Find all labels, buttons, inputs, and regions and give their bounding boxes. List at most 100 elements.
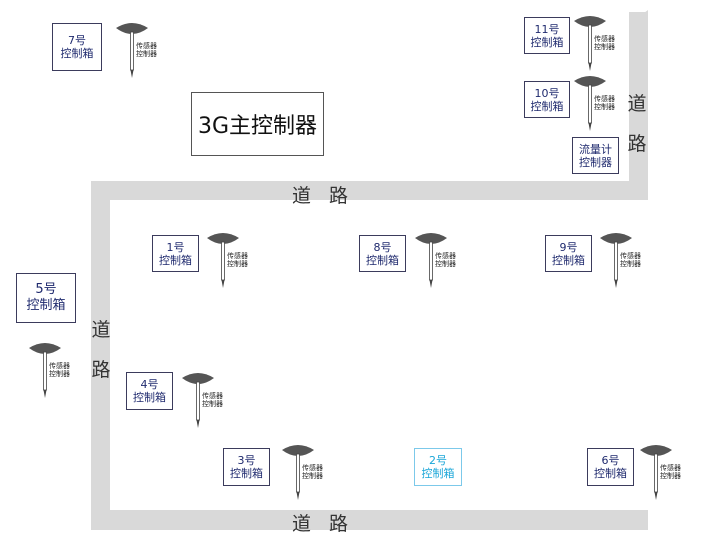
sensor-label-line-1: 传感器	[660, 464, 681, 472]
sensor-label: 传感器控制器	[136, 42, 157, 58]
sensor-stem	[588, 24, 592, 64]
control-box-7-label: 控制箱	[60, 47, 94, 60]
sensor-9: 传感器控制器	[598, 230, 641, 290]
sensor-label-line-2: 控制器	[136, 50, 157, 58]
sensor-label-line-2: 控制器	[227, 260, 248, 268]
control-box-11: 11号 控制箱	[524, 17, 570, 54]
sensor-tip	[130, 70, 134, 78]
control-box-8-number: 8号	[373, 240, 392, 254]
sensor-cap	[600, 233, 632, 244]
flowmeter-controller-line-1: 流量计	[579, 142, 612, 156]
road-label-bottom: 道 路	[292, 513, 355, 535]
sensor-cap	[207, 233, 239, 244]
sensor-cap	[574, 76, 606, 87]
road-label-top: 道 路	[292, 185, 355, 207]
road-right-vertical	[629, 12, 648, 200]
control-box-1-number: 1号	[166, 240, 185, 254]
flowmeter-controller-line-2: 控制器	[579, 155, 612, 169]
sensor-tip	[296, 492, 300, 500]
sensor-stem	[654, 453, 658, 493]
sensor-label: 传感器控制器	[435, 252, 456, 268]
road-left-vertical	[91, 181, 110, 530]
control-box-2-number: 2号	[429, 454, 447, 467]
road-label-right: 道 路	[626, 84, 648, 164]
control-box-6-number: 6号	[601, 454, 620, 467]
sensor-stem	[614, 241, 618, 281]
control-box-6-label: 控制箱	[594, 467, 627, 480]
sensor-11: 传感器控制器	[572, 13, 615, 73]
control-box-2-label: 控制箱	[421, 467, 455, 480]
control-box-9-label: 控制箱	[552, 253, 585, 267]
sensor-label-line-1: 传感器	[227, 252, 248, 260]
sensor-label-line-1: 传感器	[435, 252, 456, 260]
sensor-stem	[130, 31, 134, 71]
sensor-cap	[116, 23, 148, 34]
control-box-7-number: 7号	[68, 34, 86, 47]
sensor-5: 传感器控制器	[27, 340, 70, 400]
road-corner	[629, 10, 648, 24]
sensor-tip	[588, 63, 592, 71]
sensor-cap	[282, 445, 314, 456]
road-label-right-char-2: 路	[627, 133, 647, 155]
control-box-9-number: 9号	[559, 240, 578, 254]
sensor-label-line-2: 控制器	[594, 103, 615, 111]
control-box-5-number: 5号	[35, 282, 57, 297]
sensor-cap	[415, 233, 447, 244]
sensor-label-line-2: 控制器	[660, 472, 681, 480]
sensor-cap	[29, 343, 61, 354]
sensor-icon	[116, 23, 148, 78]
control-box-1-label: 控制箱	[159, 253, 192, 267]
sensor-label: 传感器控制器	[594, 35, 615, 51]
sensor-cap	[640, 445, 672, 456]
control-box-10-label: 控制箱	[530, 99, 564, 113]
sensor-icon	[182, 373, 214, 428]
sensor-tip	[196, 420, 200, 428]
control-box-3: 3号 控制箱	[223, 448, 270, 486]
control-box-8-label: 控制箱	[366, 253, 399, 267]
sensor-3: 传感器控制器	[280, 442, 323, 502]
sensor-tip	[221, 280, 225, 288]
control-box-8: 8号 控制箱	[359, 235, 406, 272]
sensor-stem	[196, 381, 200, 421]
sensor-stem	[43, 351, 47, 391]
sensor-4: 传感器控制器	[180, 370, 223, 430]
sensor-stem	[296, 453, 300, 493]
road-top-horizontal	[91, 181, 648, 200]
sensor-6: 传感器控制器	[638, 442, 681, 502]
sensor-label-line-1: 传感器	[302, 464, 323, 472]
sensor-icon	[574, 76, 606, 131]
sensor-label: 传感器控制器	[302, 464, 323, 480]
sensor-label: 传感器控制器	[49, 362, 70, 378]
sensor-label: 传感器控制器	[620, 252, 641, 268]
control-box-7: 7号 控制箱	[52, 23, 102, 71]
sensor-icon	[574, 16, 606, 71]
sensor-tip	[614, 280, 618, 288]
sensor-tip	[654, 492, 658, 500]
sensor-label-line-2: 控制器	[302, 472, 323, 480]
road-bottom-horizontal	[91, 510, 648, 530]
road-label-left-char-2: 路	[91, 359, 111, 381]
sensor-label: 传感器控制器	[227, 252, 248, 268]
control-box-4-label: 控制箱	[133, 391, 166, 404]
sensor-cap	[182, 373, 214, 384]
sensor-stem	[588, 84, 592, 124]
control-box-5: 5号 控制箱	[16, 273, 76, 323]
control-box-10: 10号 控制箱	[524, 81, 570, 118]
sensor-8: 传感器控制器	[413, 230, 456, 290]
road-label-left-char-1: 道	[91, 319, 111, 341]
sensor-icon	[29, 343, 61, 398]
control-box-9: 9号 控制箱	[545, 235, 592, 272]
road-label-right-char-1: 道	[627, 93, 647, 115]
sensor-label-line-2: 控制器	[594, 43, 615, 51]
sensor-label-line-1: 传感器	[49, 362, 70, 370]
sensor-label: 传感器控制器	[594, 95, 615, 111]
sensor-label-line-1: 传感器	[594, 95, 615, 103]
control-box-10-number: 10号	[534, 86, 560, 100]
sensor-label-line-2: 控制器	[435, 260, 456, 268]
sensor-cap	[574, 16, 606, 27]
control-box-4: 4号 控制箱	[126, 372, 173, 410]
sensor-tip	[429, 280, 433, 288]
control-box-11-label: 控制箱	[530, 35, 564, 49]
sensor-1: 传感器控制器	[205, 230, 248, 290]
sensor-icon	[600, 233, 632, 288]
